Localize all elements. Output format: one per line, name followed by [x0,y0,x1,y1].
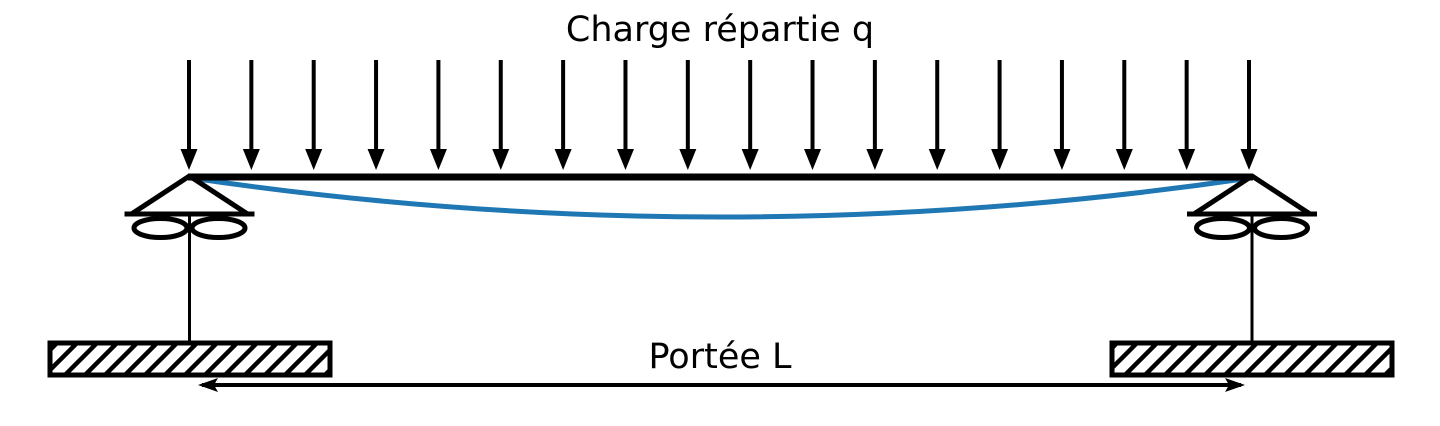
load-arrow-head [492,149,510,170]
dimension-arrowhead-left [198,378,218,392]
support-roller-left [189,216,248,240]
deflection-curve [188,175,1253,220]
ground-hatch [50,343,330,375]
support-roller-left [131,216,190,240]
load-arrow-head [554,149,572,170]
deflection-curve-group [188,175,1253,220]
supports-group [124,173,1317,345]
span-label: Portée L [648,337,792,377]
load-arrow-head [616,149,634,170]
support-roller-right [1194,216,1252,240]
load-arrow-head [429,149,447,170]
load-arrow-head [679,149,697,170]
ground-group [47,340,1395,378]
load-arrow-head [180,149,198,170]
load-arrow-head [991,149,1009,170]
load-arrow-head [741,149,759,170]
load-arrow-head [367,149,385,170]
load-arrow-head [1240,149,1258,170]
dimension-arrowhead-right [1225,378,1245,392]
load-arrow-head [928,149,946,170]
distributed-load-group [180,60,1258,170]
load-arrow-head [305,149,323,170]
ground-border [47,340,333,378]
title-label: Charge répartie q [566,10,874,50]
load-arrow-head [866,149,884,170]
load-arrow-head [1115,149,1133,170]
load-arrow-head [242,149,260,170]
load-arrow-head [1053,149,1071,170]
ground-border [1109,340,1395,378]
span-dimension-group [198,378,1245,392]
ground-hatch [1112,343,1392,375]
load-arrow-head [804,149,822,170]
load-arrow-head [1178,149,1196,170]
support-roller-right [1252,216,1310,240]
